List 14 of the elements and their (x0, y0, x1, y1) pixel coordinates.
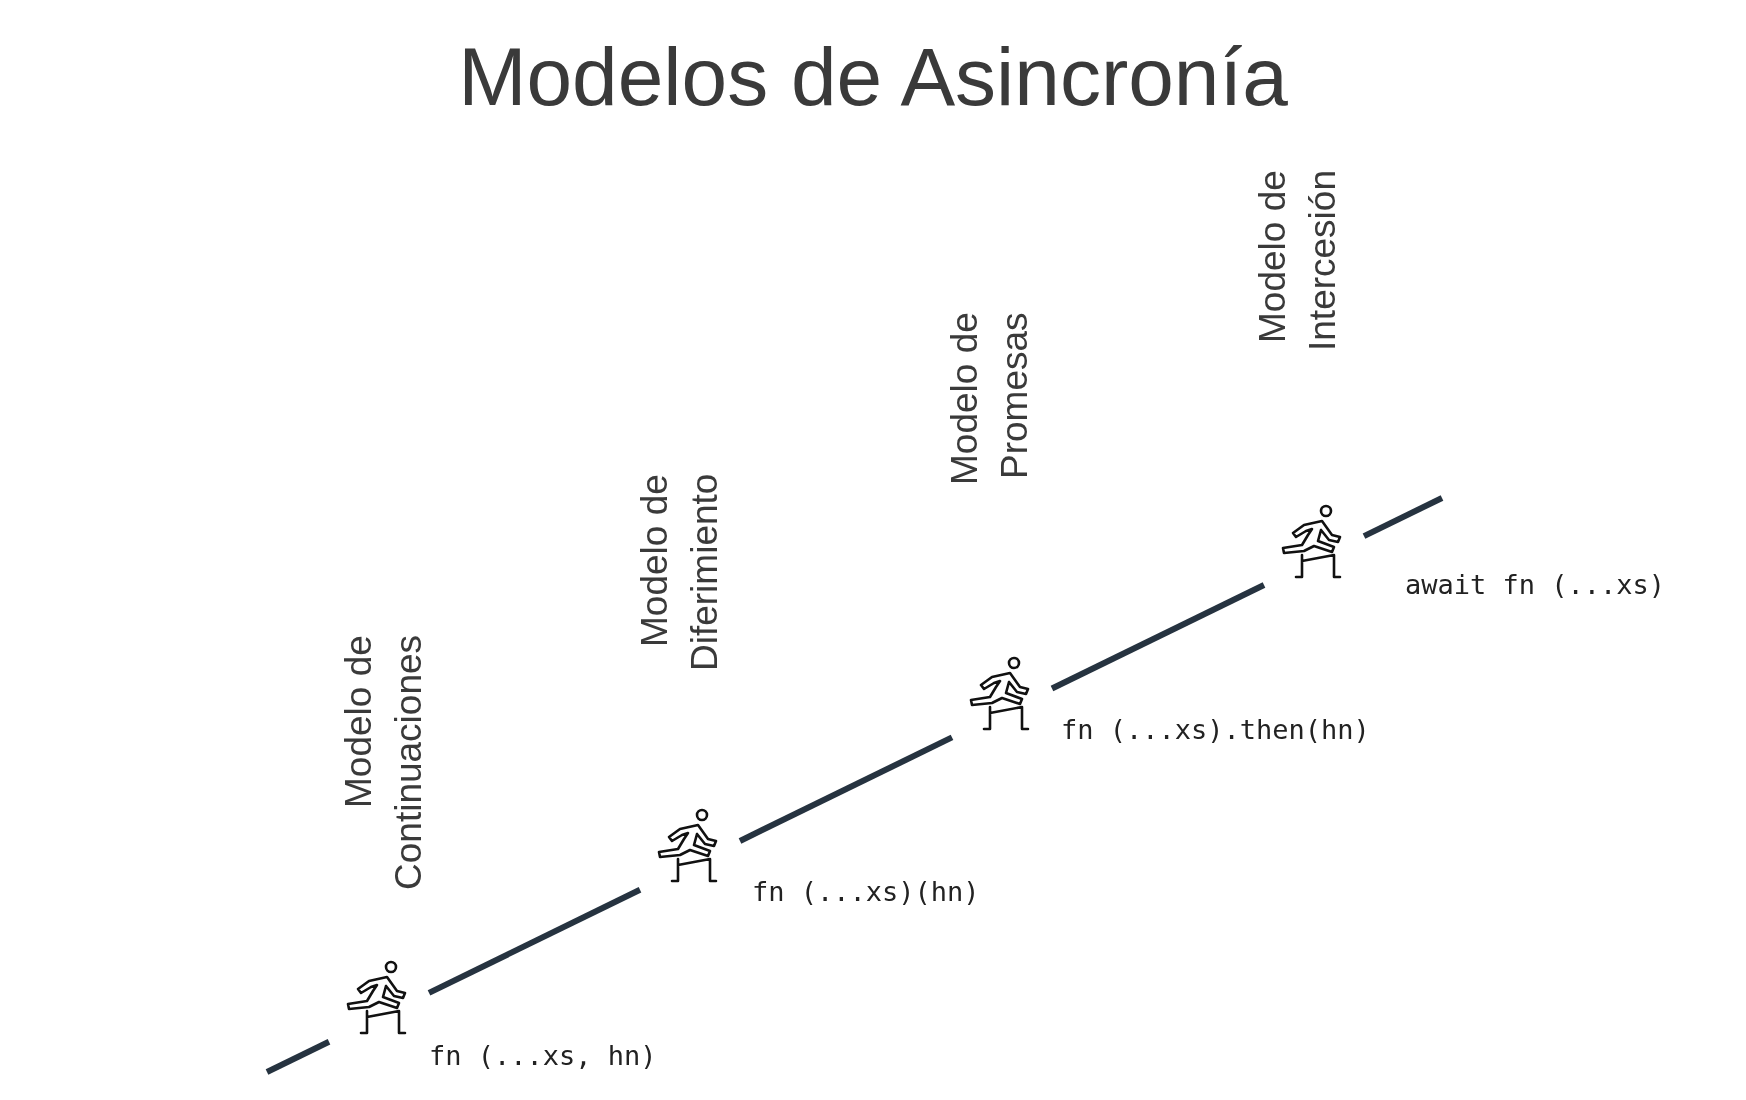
code-snippet: fn (...xs, hn) (429, 1040, 657, 1071)
timeline-line (1050, 582, 1266, 692)
timeline-line (427, 887, 642, 996)
model-label: Modelo de Intercesión (1251, 170, 1344, 353)
code-snippet: fn (...xs).then(hn) (1061, 714, 1370, 745)
model-label: Modelo de Promesas (943, 312, 1036, 487)
diagram-title: Modelos de Asincronía (457, 30, 1289, 124)
code-snippet: fn (...xs)(hn) (752, 876, 980, 907)
model-label: Modelo de Continuaciones (337, 635, 430, 893)
timeline-line (1362, 495, 1444, 539)
code-snippet: await fn (...xs) (1405, 569, 1666, 600)
timeline-line (738, 734, 954, 844)
timeline-line (265, 1039, 331, 1075)
model-label: Modelo de Diferimiento (633, 474, 726, 674)
